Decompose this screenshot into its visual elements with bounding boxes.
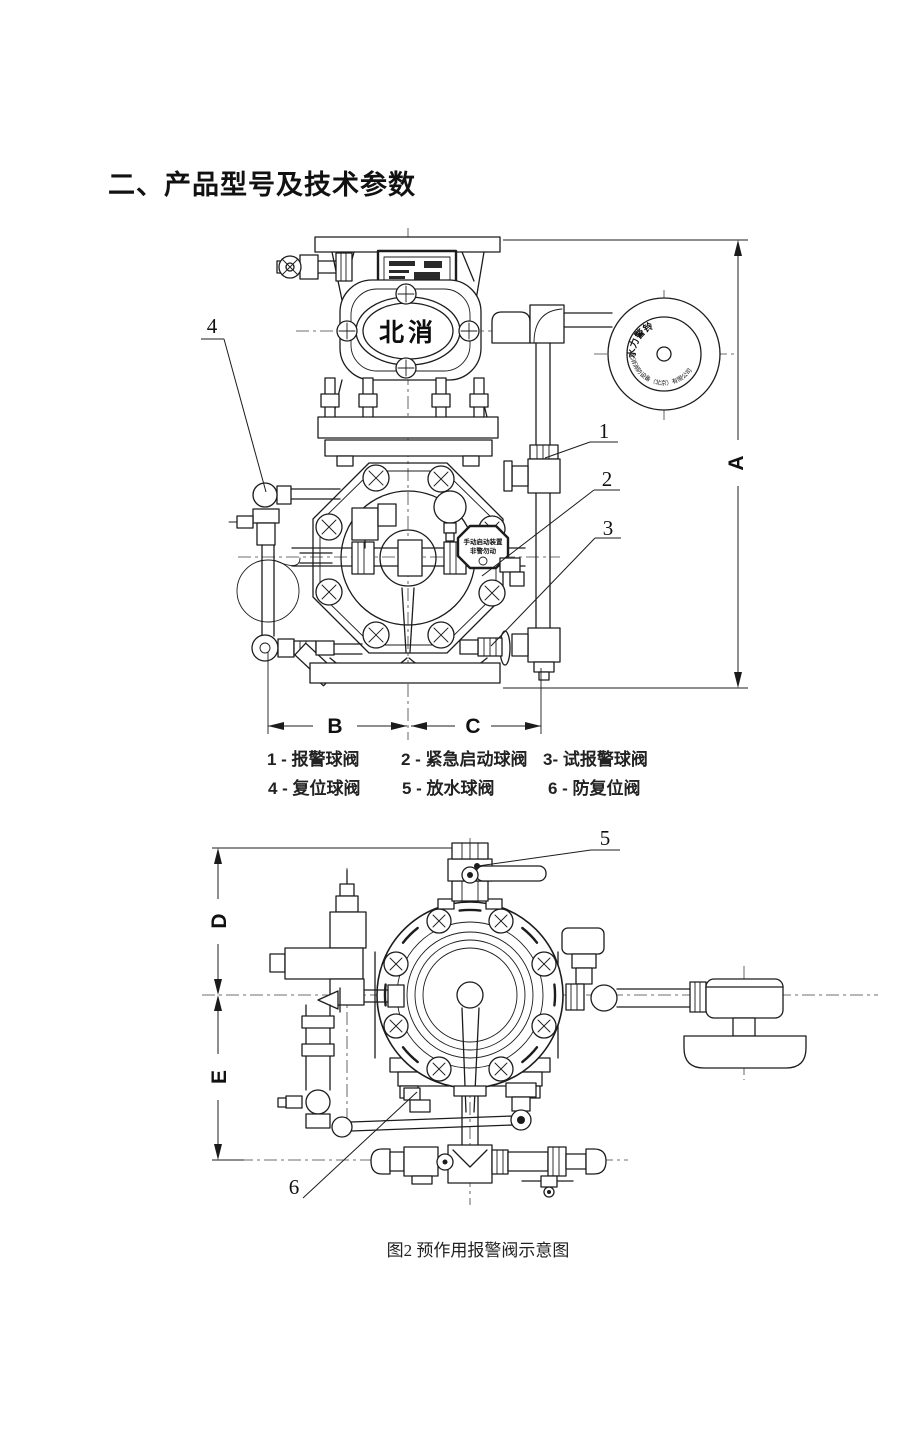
legend-item-2: 2 - 紧急启动球阀	[401, 750, 528, 769]
legend-item-5: 5 - 放水球阀	[402, 779, 495, 798]
svg-text:2: 2	[602, 467, 613, 491]
legend-item-1: 1 - 报警球阀	[267, 750, 360, 769]
dimension-C: C	[411, 715, 541, 738]
svg-text:5: 5	[600, 826, 611, 850]
svg-text:4: 4	[207, 314, 218, 338]
flange-face	[376, 901, 564, 1113]
callout-3: 3	[490, 516, 621, 647]
bottom-pipe-train	[370, 1085, 607, 1198]
left-piping	[228, 482, 363, 687]
legend-item-6: 6 - 防复位阀	[548, 779, 641, 798]
mid-flange	[317, 377, 499, 467]
top-left-valve	[276, 252, 353, 282]
legend-item-4: 4 - 复位球阀	[268, 779, 361, 798]
gong-side-view	[561, 927, 807, 1069]
top-diagram: 北消 水力警铃 北消消防设备（北京）有限公司	[201, 228, 748, 740]
drain-valve	[437, 842, 547, 910]
section-heading: 二、产品型号及技术参数	[108, 170, 416, 200]
dim-label-E: E	[208, 1070, 231, 1084]
dim-label-C: C	[465, 715, 480, 738]
tag-line1: 手动启动装置	[464, 537, 504, 546]
bottom-flange	[309, 662, 501, 684]
dim-label-D: D	[208, 913, 231, 928]
svg-text:3: 3	[603, 516, 614, 540]
figure-caption: 图2 预作用报警阀示意图	[386, 1241, 570, 1260]
alarm-line	[491, 304, 613, 344]
left-assembly	[269, 869, 537, 1138]
dim-label-A: A	[725, 455, 748, 470]
dim-label-B: B	[327, 715, 342, 738]
callout-4: 4	[201, 314, 267, 493]
cover-bolts	[336, 283, 480, 379]
top-flange	[314, 236, 501, 253]
dimension-D: D	[208, 847, 452, 995]
pressure-gauge	[433, 490, 467, 524]
callout-1: 1	[544, 419, 618, 459]
svg-text:6: 6	[289, 1175, 300, 1199]
water-gong: 水力警铃 北消消防设备（北京）有限公司	[607, 297, 721, 411]
tag-line2: 非警勿动	[470, 546, 497, 555]
dimension-B: B	[267, 652, 542, 738]
valve-cover: 北消	[336, 279, 482, 381]
dimension-E: E	[208, 995, 231, 1160]
callout-2: 2	[481, 467, 620, 577]
main-body: 手动启动装置 非警勿动	[291, 462, 526, 676]
legend-item-3: 3- 试报警球阀	[543, 750, 648, 769]
callout-5: 5	[474, 826, 620, 869]
flange-bolts	[383, 908, 557, 1082]
manual-start-tag: 手动启动装置 非警勿动	[456, 524, 510, 570]
svg-text:1: 1	[599, 419, 610, 443]
bottom-diagram: D E 5 6	[202, 826, 878, 1205]
body-bolts	[315, 464, 506, 649]
dimension-A: A	[503, 239, 748, 689]
brand-logo-text: 北消	[379, 319, 437, 347]
callout-6: 6	[289, 1091, 418, 1199]
